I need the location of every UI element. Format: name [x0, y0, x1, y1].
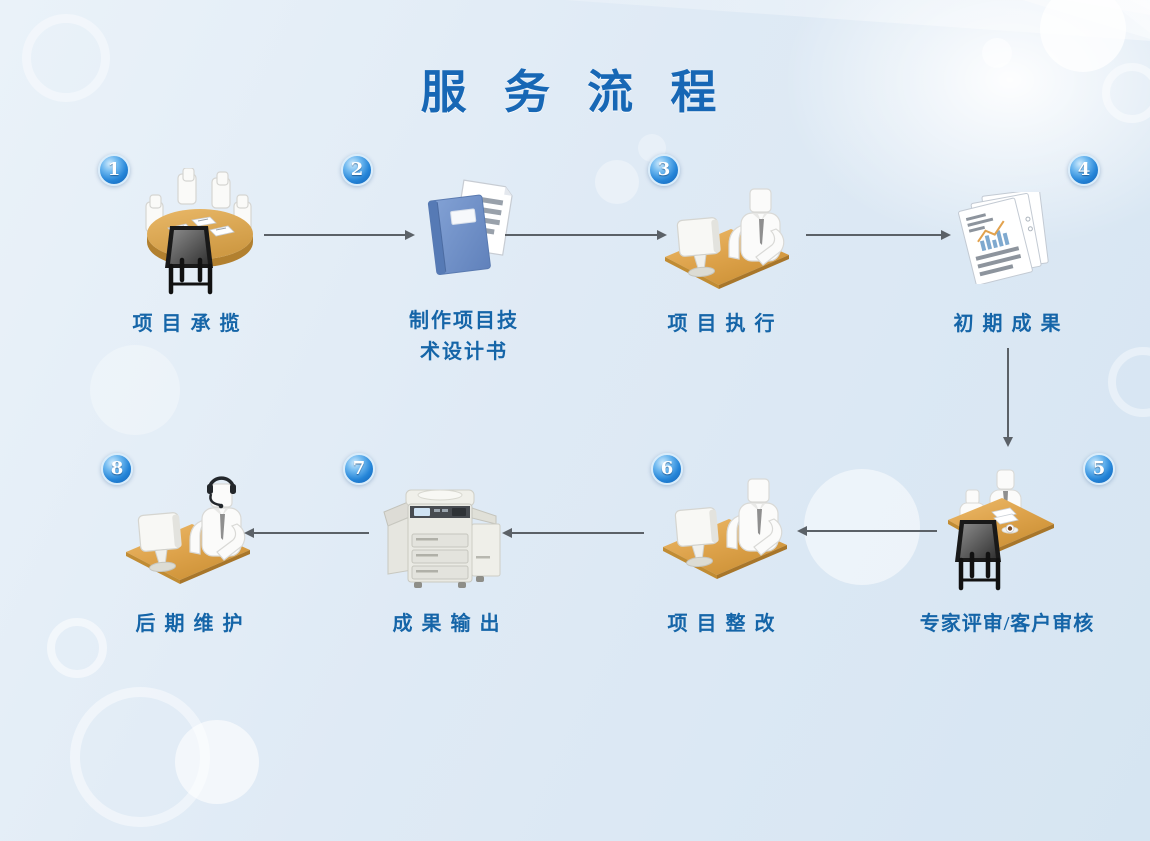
step-6-number: 6 [660, 458, 674, 479]
step-5-label: 专家评审/客户审核 [919, 613, 1095, 635]
step-5-number-badge: 5 [1083, 453, 1115, 485]
step-4-number-badge: 4 [1068, 154, 1100, 186]
step-2-label-line1: 制作项目技 [409, 310, 519, 332]
person-at-computer-icon [653, 465, 793, 585]
bokeh-ring [22, 14, 110, 102]
meeting-table-icon [134, 168, 264, 300]
step-2-number-badge: 2 [341, 154, 373, 186]
step-3-number: 3 [657, 159, 671, 180]
bokeh-ring [1108, 347, 1150, 417]
step-5-number: 5 [1092, 458, 1106, 479]
step-7-number-badge: 7 [343, 453, 375, 485]
bokeh-circle [804, 469, 920, 585]
bokeh-circle [90, 345, 180, 435]
arrow-step7-to-step8 [244, 527, 369, 538]
step-6-label: 项 目 整 改 [667, 613, 777, 635]
step-3-label: 项 目 执 行 [667, 313, 777, 335]
support-agent-icon [116, 470, 256, 590]
step-8-number-badge: 8 [101, 453, 133, 485]
printer-icon [378, 478, 508, 593]
arrow-step1-to-step2 [264, 229, 415, 240]
step-7-label: 成 果 输 出 [392, 613, 502, 635]
step-6-number-badge: 6 [651, 453, 683, 485]
step-2-label-line2: 术设计书 [420, 341, 508, 363]
review-meeting-icon [944, 468, 1059, 600]
step-8-label: 后 期 维 护 [135, 613, 245, 635]
arrow-step6-to-step7 [502, 527, 644, 538]
step-2-number: 2 [350, 159, 364, 180]
step-3-number-badge: 3 [648, 154, 680, 186]
step-1-number: 1 [107, 159, 121, 180]
bokeh-circle [175, 720, 259, 804]
arrow-step2-to-step3 [505, 229, 667, 240]
arrow-step4-to-step5 [1002, 348, 1013, 447]
report-documents-icon [944, 192, 1076, 284]
arrow-step3-to-step4 [806, 229, 951, 240]
arrow-step5-to-step6 [797, 525, 937, 536]
step-2-label: 制作项目技 术设计书 [379, 306, 549, 368]
bokeh-ring [1102, 63, 1150, 123]
bokeh-circle [595, 160, 639, 204]
step-7-number: 7 [352, 458, 366, 479]
page-title: 服 务 流 程 [420, 67, 730, 118]
person-at-computer-icon [655, 175, 795, 295]
step-1-number-badge: 1 [98, 154, 130, 186]
step-4-number: 4 [1077, 159, 1091, 180]
bokeh-ring [47, 618, 107, 678]
bokeh-circle [1040, 0, 1126, 72]
step-8-number: 8 [110, 458, 124, 479]
bokeh-circle [982, 38, 1012, 68]
step-4-label: 初 期 成 果 [953, 313, 1063, 335]
step-1-label: 项 目 承 揽 [132, 313, 242, 335]
